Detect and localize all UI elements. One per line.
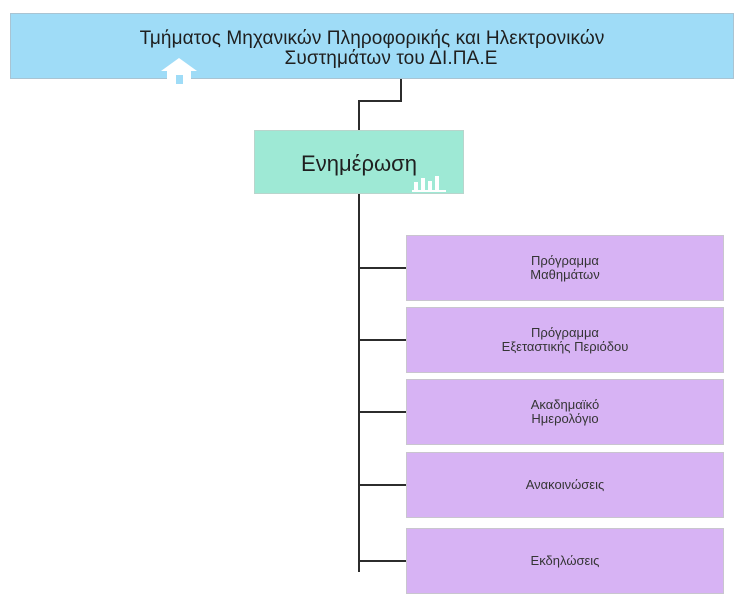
connector-root-horizontal xyxy=(358,100,402,102)
connector-root-vertical xyxy=(400,79,402,101)
child-label: Πρόγραμμα Εξεταστικής Περιόδου xyxy=(501,325,629,354)
child-label: Εκδηλώσεις xyxy=(530,553,600,568)
child-label: Πρόγραμμα Μαθημάτων xyxy=(530,253,600,282)
child-node-course-schedule[interactable]: Πρόγραμμα Μαθημάτων xyxy=(406,235,724,301)
root-title: Τμήματος Μηχανικών Πληροφορικής και Ηλεκ… xyxy=(11,29,733,69)
connector-node-trunk xyxy=(358,194,360,572)
connector-branch-4 xyxy=(358,484,406,486)
root-node[interactable]: Τμήματος Μηχανικών Πληροφορικής και Ηλεκ… xyxy=(10,13,734,84)
bar-chart-icon xyxy=(412,176,446,192)
child-node-announcements[interactable]: Ανακοινώσεις xyxy=(406,452,724,518)
child-label: Ανακοινώσεις xyxy=(525,477,605,492)
update-node-title: Ενημέρωση xyxy=(301,151,417,176)
child-label: Ακαδημαϊκό Ημερολόγιο xyxy=(530,397,600,426)
connector-branch-3 xyxy=(358,411,406,413)
root-title-line2: Συστημάτων του ΔΙ.ΠΑ.Ε xyxy=(284,48,498,69)
root-title-line1: Τμήματος Μηχανικών Πληροφορικής και Ηλεκ… xyxy=(139,28,605,49)
child-node-exam-schedule[interactable]: Πρόγραμμα Εξεταστικής Περιόδου xyxy=(406,307,724,373)
home-icon xyxy=(161,58,197,84)
connector-branch-1 xyxy=(358,267,406,269)
child-node-events[interactable]: Εκδηλώσεις xyxy=(406,528,724,594)
child-node-academic-calendar[interactable]: Ακαδημαϊκό Ημερολόγιο xyxy=(406,379,724,445)
update-node[interactable]: Ενημέρωση xyxy=(254,130,464,194)
connector-branch-2 xyxy=(358,339,406,341)
connector-to-node-vertical xyxy=(358,100,360,130)
connector-branch-5 xyxy=(358,560,406,562)
